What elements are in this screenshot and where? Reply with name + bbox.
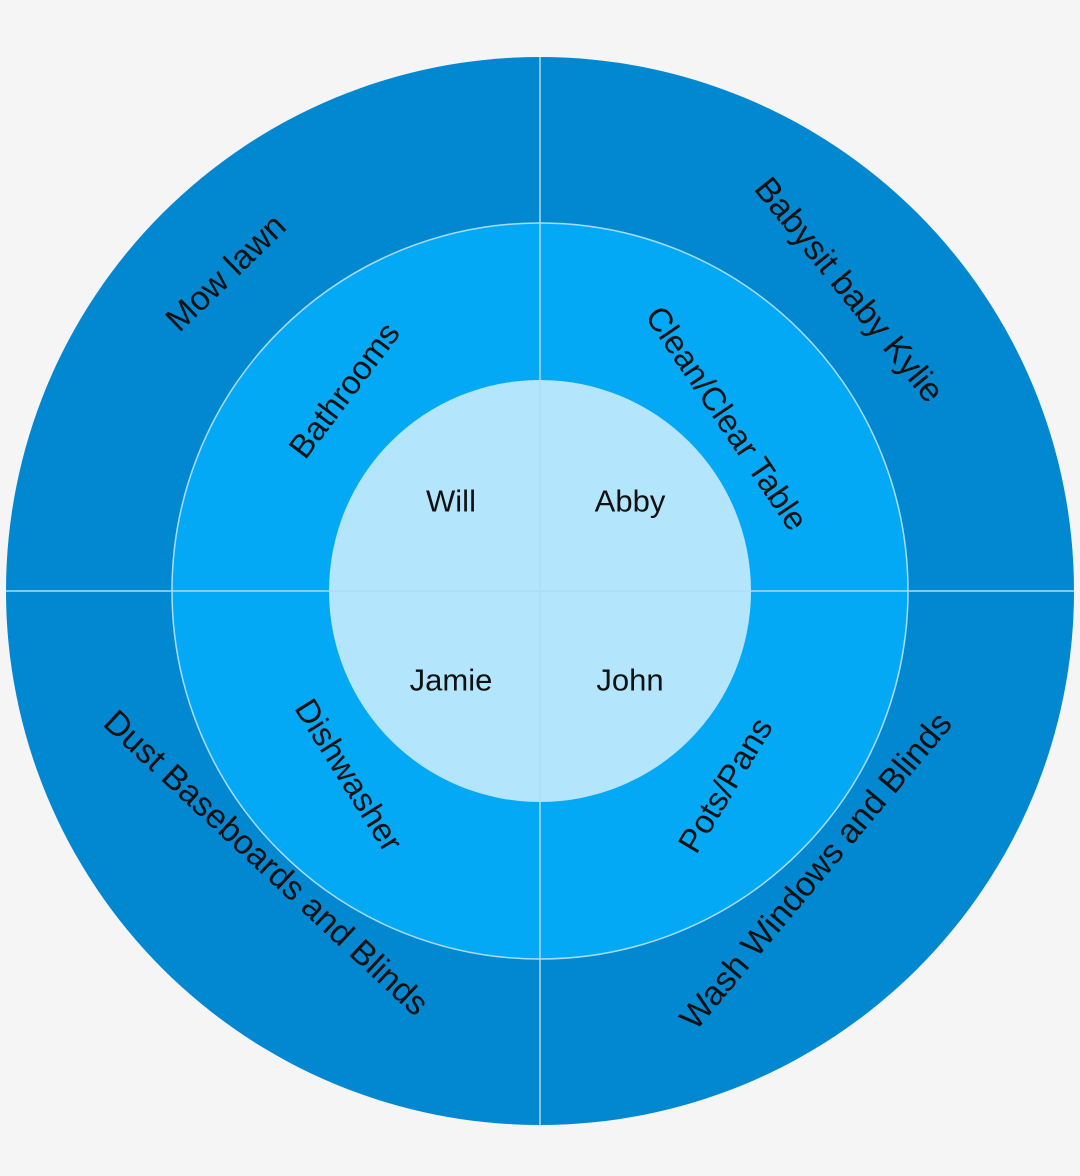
person-label-top-left: Will: [426, 484, 476, 519]
person-label-bottom-right: John: [596, 663, 663, 698]
person-label-top-right: Abby: [595, 484, 666, 519]
person-label-bottom-left: Jamie: [410, 663, 493, 698]
